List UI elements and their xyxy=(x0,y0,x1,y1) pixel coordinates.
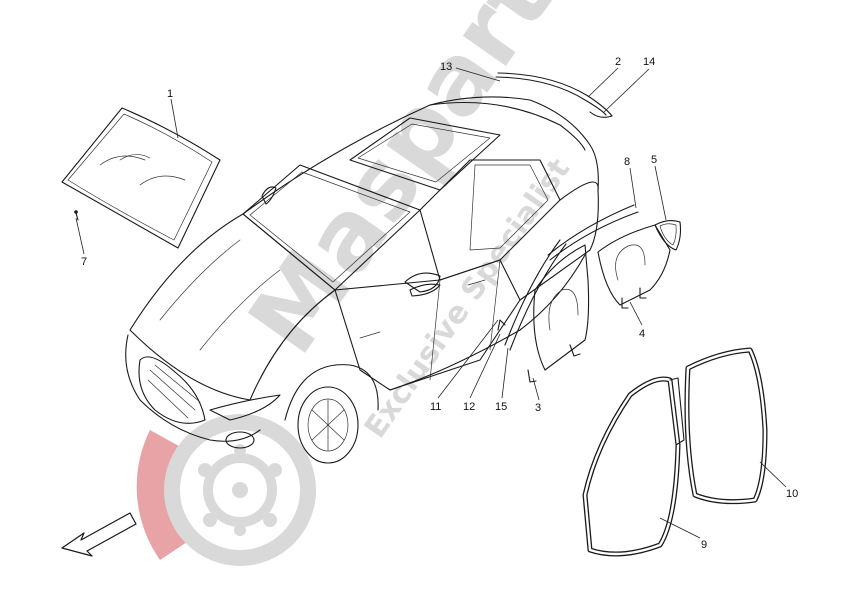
callout-10: 10 xyxy=(786,488,798,500)
callout-2: 2 xyxy=(615,56,621,68)
callout-13: 13 xyxy=(440,61,452,73)
windshield-clip xyxy=(74,210,79,221)
callout-14: 14 xyxy=(643,56,655,68)
front-door-glass xyxy=(527,244,590,383)
car-body xyxy=(125,96,599,464)
rear-window-molding xyxy=(495,72,613,118)
callout-1: 1 xyxy=(167,88,173,100)
arrow-down-left-icon xyxy=(61,512,137,557)
callout-12: 12 xyxy=(463,401,475,413)
callout-4: 4 xyxy=(639,328,645,340)
callout-3: 3 xyxy=(535,402,541,414)
rear-door-glass xyxy=(597,224,671,309)
callout-15: 15 xyxy=(495,401,507,413)
window-channel-trim xyxy=(547,204,639,261)
rear-door-seal xyxy=(684,347,768,505)
door-trims xyxy=(497,239,567,351)
callout-8: 8 xyxy=(624,156,630,168)
watermark-logo xyxy=(136,414,316,566)
leader-lines xyxy=(75,67,787,539)
callout-7: 7 xyxy=(81,256,87,268)
front-door-seal xyxy=(582,376,685,557)
callout-labels: 1 2 3 4 5 7 8 9 10 11 12 13 14 15 xyxy=(81,56,798,551)
callout-9: 9 xyxy=(701,539,707,551)
windshield xyxy=(61,107,221,249)
callout-5: 5 xyxy=(651,154,657,166)
callout-11: 11 xyxy=(430,401,441,413)
